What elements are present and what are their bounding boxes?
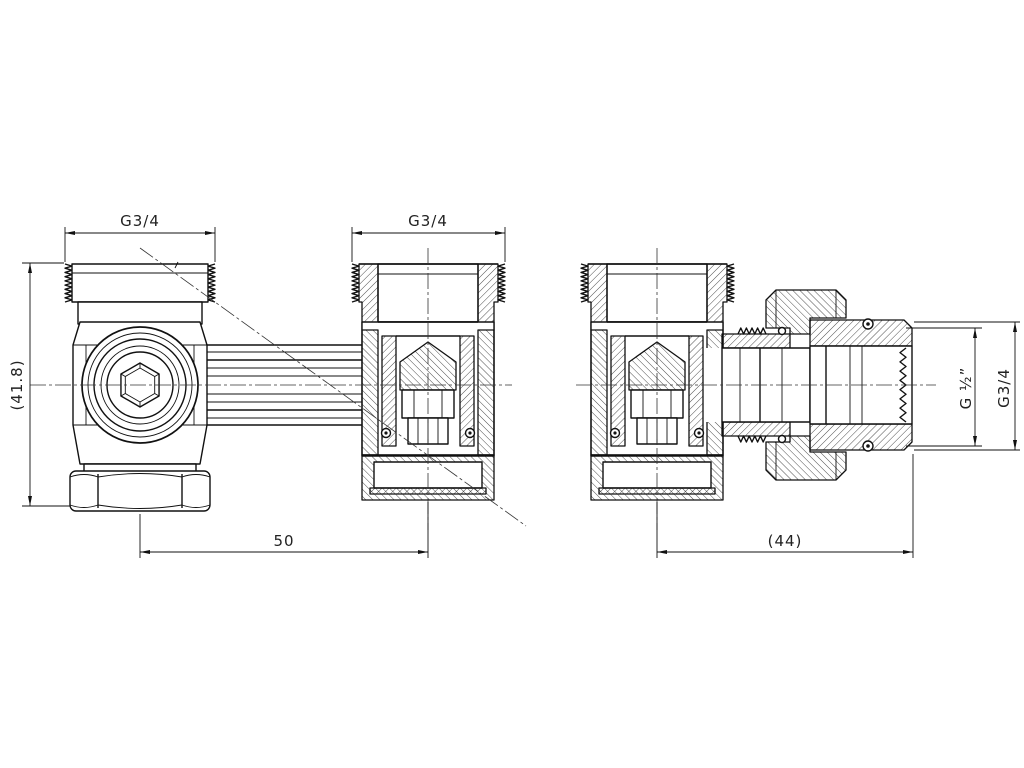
top-thread-connection [64,261,216,325]
seal-ball-top-core [866,322,870,326]
thread-body [71,263,209,303]
socket-wall-left [358,263,379,331]
dimension-label: (41.8) [8,359,26,410]
tailpiece-wall-bottom [809,423,913,451]
nut-o-ring-top [777,326,787,336]
hex-socket-edges [120,363,160,407]
nipple-thread-top [737,327,767,335]
o-ring-right-core [468,431,472,435]
dimension-label: G3/4 [995,368,1013,408]
o-ring-left-core [384,431,388,435]
nut-o-ring-bottom [777,434,787,444]
nipple-wall-bottom [721,421,791,437]
body-wall-left [361,329,379,456]
seal-ball-bottom-core [866,444,870,448]
dimension-centre-distance: 50 [139,502,429,558]
dimension-outlet-thread-outer: G3/4 [914,321,1020,451]
tailpiece-wall-top [809,319,913,347]
insert-sleeve-right [459,335,475,447]
middle-valve-section [351,263,506,501]
dimension-outlet-thread-inner: G ½” [906,327,982,447]
nut-outline [69,470,211,512]
right-outlet-union [706,289,913,481]
dimension-label: 50 [273,532,294,550]
bottom-hex-nut [69,463,211,512]
centre-lines [30,247,936,530]
dimension-outlet-length: (44) [656,454,914,558]
dimension-label: G3/4 [408,212,448,230]
nut-face-arcs [69,473,211,509]
dimension-label: (44) [768,532,803,550]
nipple-wall-top [721,333,791,349]
centre-line-vertical-left [139,247,527,527]
surface-mark [174,261,179,269]
neck [77,301,203,325]
body-wall-right [477,329,495,456]
insert-sleeve-left [381,335,397,447]
nipple-thread-bottom [737,435,767,443]
dimension-middle-port-thread: G3/4 [351,212,506,262]
dimension-label: G3/4 [120,212,160,230]
dimension-label: G ½” [957,367,975,410]
dimension-overall-height: (41.8) [8,262,70,507]
dimension-left-port-thread: G3/4 [64,212,216,262]
